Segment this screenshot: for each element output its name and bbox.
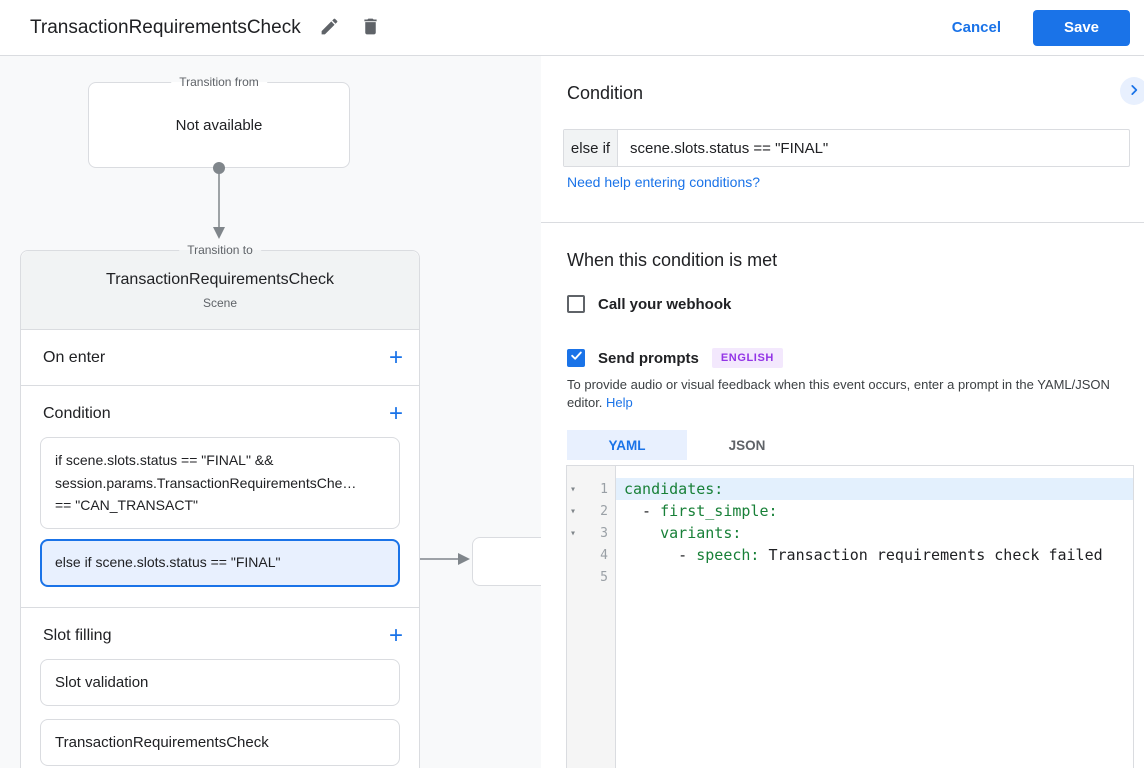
- condition-input-row: else if: [563, 129, 1130, 167]
- editor-gutter-row: ▾3: [567, 522, 615, 544]
- save-button[interactable]: Save: [1033, 9, 1130, 46]
- slot-filling-section: Slot filling + Slot validation Transacti…: [21, 608, 419, 766]
- line-number: 5: [600, 569, 608, 585]
- scene-card: Transition to TransactionRequirementsChe…: [20, 243, 420, 768]
- condition-section: Condition + if scene.slots.status == "FI…: [21, 386, 419, 608]
- send-prompts-checkbox-label[interactable]: Send prompts: [598, 349, 699, 367]
- conditions-help-link[interactable]: Need help entering conditions?: [567, 174, 761, 190]
- top-bar: TransactionRequirementsCheck Cancel Save: [0, 0, 1144, 56]
- webhook-checkbox-label[interactable]: Call your webhook: [598, 295, 732, 313]
- scene-title: TransactionRequirementsCheck: [106, 270, 334, 288]
- scene-diagram-panel: Transition from Not available Transition…: [0, 56, 541, 768]
- editor-code-line[interactable]: variants:: [660, 524, 742, 542]
- add-slot-button[interactable]: +: [388, 621, 403, 649]
- editor-gutter-row: ▾1: [567, 478, 615, 500]
- transition-from-box[interactable]: Transition from Not available: [88, 75, 350, 168]
- condition-line: == "CAN_TRANSACT": [55, 497, 198, 513]
- scene-card-header[interactable]: TransactionRequirementsCheck Scene: [21, 251, 419, 330]
- fold-arrow-icon[interactable]: ▾: [570, 483, 577, 495]
- editor-code-line[interactable]: candidates:: [616, 478, 1133, 500]
- tab-yaml[interactable]: YAML: [567, 430, 687, 460]
- editor-gutter-row: 5: [567, 566, 615, 588]
- transition-target-box[interactable]: [472, 537, 541, 586]
- on-enter-row[interactable]: On enter +: [21, 330, 419, 386]
- send-prompts-checkbox[interactable]: [567, 349, 585, 367]
- condition-line: else if scene.slots.status == "FINAL": [55, 554, 281, 571]
- prompts-description: To provide audio or visual feedback when…: [567, 376, 1141, 412]
- help-link[interactable]: Help: [606, 395, 633, 410]
- transition-from-content: Not available: [175, 116, 263, 134]
- delete-button[interactable]: [359, 16, 383, 40]
- tab-json[interactable]: JSON: [728, 437, 766, 453]
- editor-tabs: YAML JSON: [567, 430, 807, 460]
- condition-line: session.params.TransactionRequirementsCh…: [55, 474, 357, 491]
- chevron-right-icon: [1127, 83, 1141, 100]
- language-badge: ENGLISH: [711, 348, 783, 368]
- slot-filling-label: Slot filling: [43, 626, 112, 644]
- line-number: 2: [600, 503, 608, 519]
- condition-section-label: Condition: [43, 405, 111, 422]
- add-on-enter-button[interactable]: +: [388, 343, 403, 371]
- collapse-panel-button[interactable]: [1120, 77, 1144, 105]
- slot-item[interactable]: Slot validation: [40, 658, 400, 706]
- panel-title: Condition: [567, 83, 644, 103]
- panel-divider: [541, 222, 1144, 223]
- editor-gutter-row: ▾2: [567, 500, 615, 522]
- fold-arrow-icon[interactable]: ▾: [570, 505, 577, 517]
- line-number: 4: [600, 547, 608, 563]
- page-title: TransactionRequirementsCheck: [30, 16, 301, 38]
- scene-subtitle: Scene: [202, 295, 238, 310]
- condition-editor-panel: Condition else if Need help entering con…: [541, 56, 1144, 768]
- cancel-button[interactable]: Cancel: [936, 11, 1017, 44]
- edit-button[interactable]: [318, 16, 342, 40]
- webhook-checkbox[interactable]: [567, 295, 585, 313]
- condition-prefix: else if: [564, 130, 618, 166]
- line-number: 3: [600, 525, 608, 541]
- transition-from-label: Transition from: [171, 75, 267, 89]
- editor-code-line[interactable]: [616, 566, 1133, 588]
- editor-code-line[interactable]: - first_simple:: [624, 502, 778, 520]
- trash-icon: [360, 16, 381, 40]
- condition-expression-input[interactable]: [618, 130, 1129, 166]
- fold-arrow-icon[interactable]: ▾: [570, 527, 577, 539]
- on-enter-label: On enter: [43, 348, 106, 366]
- condition-met-title: When this condition is met: [567, 250, 778, 270]
- condition-item-selected[interactable]: else if scene.slots.status == "FINAL": [40, 538, 400, 587]
- editor-code[interactable]: candidates: - first_simple: variants: - …: [616, 466, 1133, 768]
- transition-to-label: Transition to: [179, 243, 261, 257]
- condition-line: if scene.slots.status == "FINAL" &&: [55, 452, 274, 468]
- add-condition-button[interactable]: +: [388, 400, 403, 427]
- prompts-description-text: To provide audio or visual feedback when…: [567, 377, 1110, 410]
- pencil-icon: [319, 16, 340, 40]
- line-number: 1: [600, 481, 608, 497]
- editor-gutter-row: 4: [567, 544, 615, 566]
- editor-code-line[interactable]: - speech: Transaction requirements check…: [624, 546, 1103, 564]
- slot-item[interactable]: TransactionRequirementsCheck: [40, 718, 400, 766]
- checkmark-icon: [570, 349, 583, 367]
- condition-item[interactable]: if scene.slots.status == "FINAL" && sess…: [40, 437, 400, 529]
